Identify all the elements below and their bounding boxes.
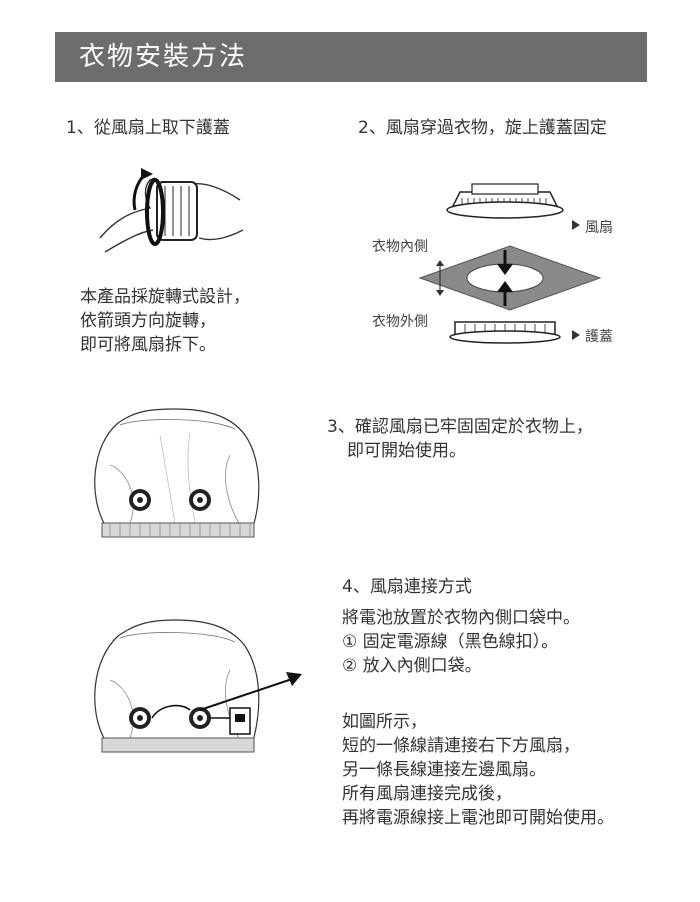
step3-line: 即可開始使用。 <box>347 441 466 461</box>
step1-description: 本產品採旋轉式設計， 依箭頭方向旋轉， 即可將風扇拆下。 <box>80 285 250 357</box>
hands-removing-cover-illustration <box>99 168 244 253</box>
step4-note-line: 再將電源線接上電池即可開始使用。 <box>342 808 614 828</box>
step4-note-line: 所有風扇連接完成後， <box>342 784 512 804</box>
step1-desc-line: 依箭頭方向旋轉， <box>80 311 216 331</box>
step4-note-line: 另一條長線連接左邊風扇。 <box>342 760 546 780</box>
garment-wiring-illustration <box>94 619 302 753</box>
step1-heading: 1、從風扇上取下護蓋 <box>66 118 230 138</box>
step4-note-line: 短的一條線請連接右下方風扇， <box>342 736 580 756</box>
fan-assembly-diagram <box>418 183 602 344</box>
label-outside: 衣物外側 <box>372 314 428 330</box>
step1-desc-line: 本產品採旋轉式設計， <box>80 287 250 307</box>
step4-line: ② 放入內側口袋。 <box>342 656 482 676</box>
step4-line: ① 固定電源線（黑色線扣）。 <box>342 632 559 652</box>
step4-instructions: 將電池放置於衣物內側口袋中。 ① 固定電源線（黑色線扣）。 ② 放入內側口袋。 <box>342 606 580 678</box>
step3-text: 3、確認風扇已牢固固定於衣物上， 即可開始使用。 <box>327 415 593 463</box>
step3-line: 3、確認風扇已牢固固定於衣物上， <box>327 417 593 437</box>
label-cover: 護蓋 <box>585 329 613 345</box>
step4-note-line: 如圖所示， <box>342 712 427 732</box>
step4-heading: 4、風扇連接方式 <box>342 577 472 597</box>
step4-notes: 如圖所示， 短的一條線請連接右下方風扇， 另一條長線連接左邊風扇。 所有風扇連接… <box>342 710 614 830</box>
step4-line: 將電池放置於衣物內側口袋中。 <box>342 608 580 628</box>
step1-desc-line: 即可將風扇拆下。 <box>80 335 216 355</box>
page-title: 衣物安裝方法 <box>79 42 248 72</box>
step2-heading: 2、風扇穿過衣物，旋上護蓋固定 <box>358 118 607 138</box>
label-fan: 風扇 <box>585 220 613 236</box>
label-inside: 衣物內側 <box>372 239 428 255</box>
page-title-banner: 衣物安裝方法 <box>55 32 647 82</box>
garment-back-illustration <box>94 408 260 538</box>
